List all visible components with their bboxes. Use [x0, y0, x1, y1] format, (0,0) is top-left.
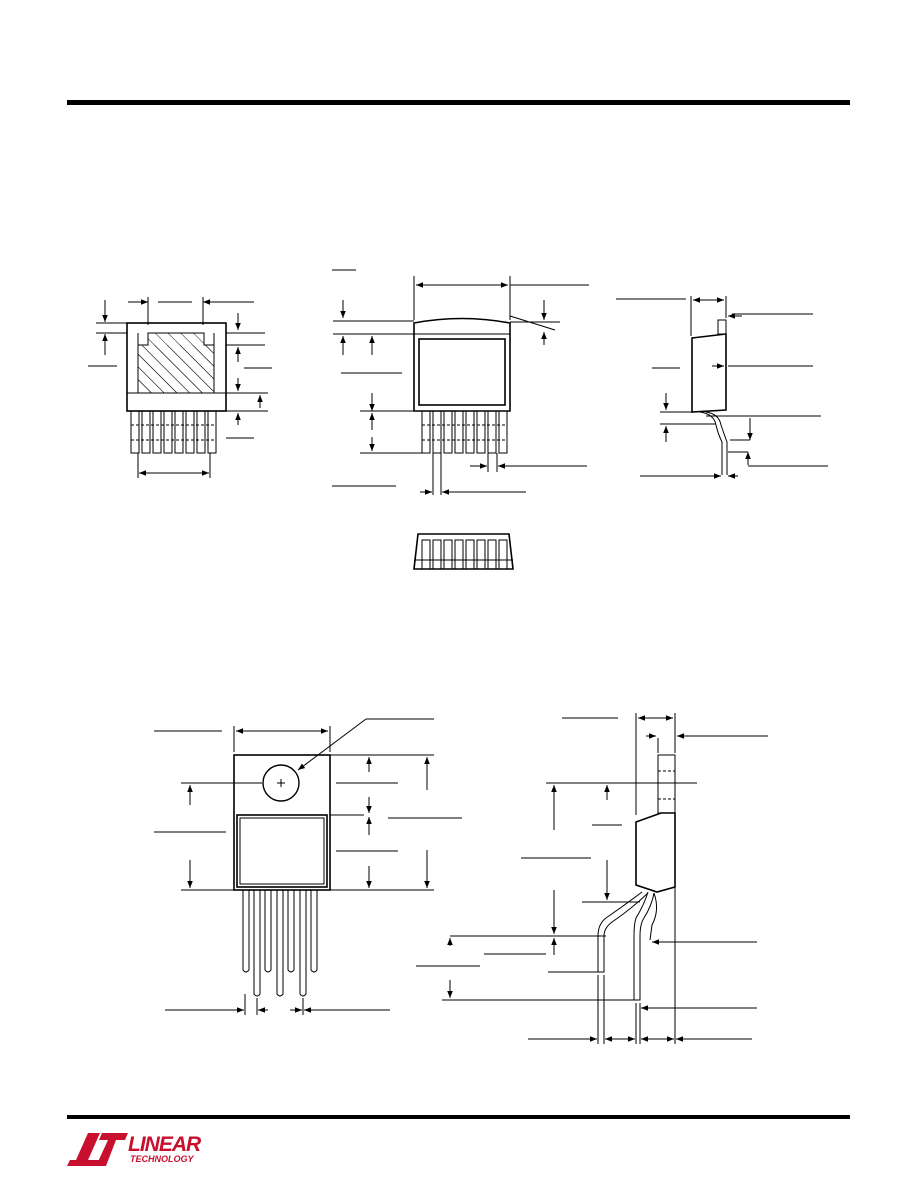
- to220-front-view: [154, 718, 462, 1015]
- top-view-leads: [421, 410, 508, 454]
- bottom-view-leads: [130, 410, 217, 454]
- package-end-view: [413, 533, 514, 570]
- logo-wordmark-technology: TECHNOLOGY: [130, 1154, 194, 1164]
- to220-side-view: [416, 713, 768, 1044]
- package-side-view: [616, 296, 828, 479]
- bottom-rule: [67, 1115, 850, 1119]
- logo-wordmark-linear: LINEAR: [128, 1133, 201, 1156]
- to220-leads: [242, 890, 318, 997]
- package-top-view: [332, 269, 589, 495]
- linear-technology-logo-icon: [67, 1133, 128, 1166]
- top-rule: [67, 100, 850, 105]
- package-bottom-view: [88, 297, 272, 478]
